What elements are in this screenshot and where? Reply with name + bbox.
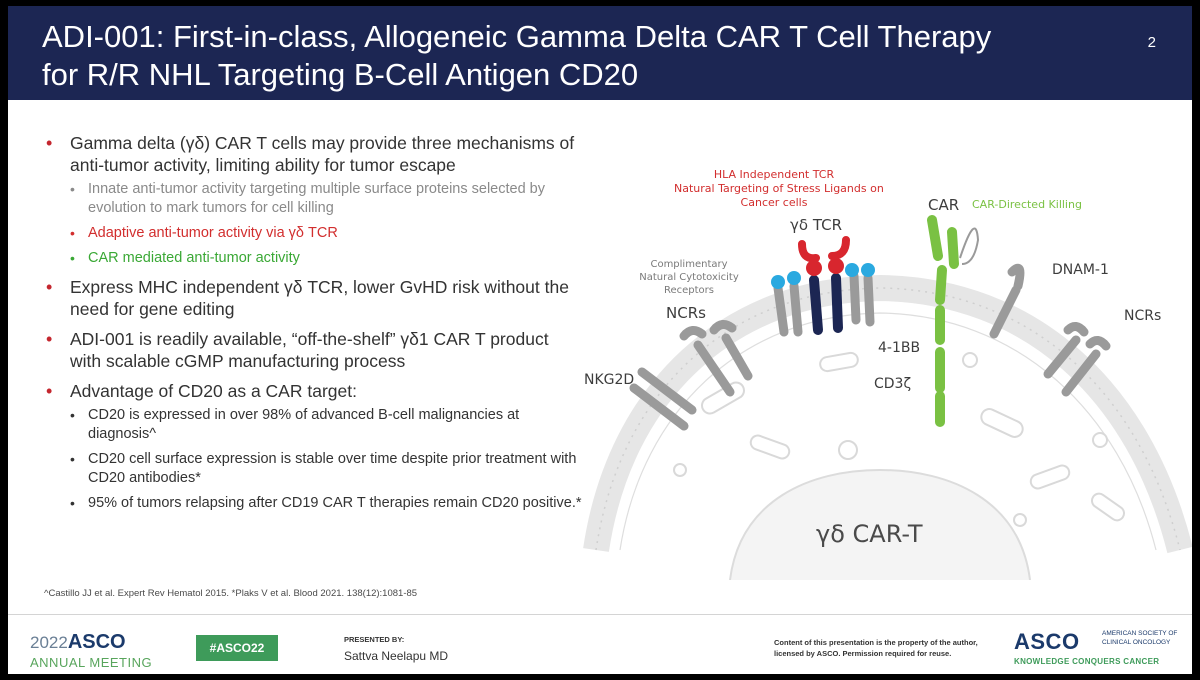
- slide-number: 2: [1147, 34, 1156, 51]
- ncrs-left-receptor: [679, 320, 753, 397]
- meeting-asco: ASCO: [67, 631, 126, 653]
- meeting-year: 2022: [30, 633, 68, 652]
- ncrs-right-receptor: [1043, 322, 1111, 397]
- copyright-notice: Content of this presentation is the prop…: [774, 638, 978, 658]
- dnam-1-receptor: [989, 263, 1025, 339]
- car-t-cell-illustration: [583, 215, 1192, 580]
- sub-bullet-adaptive: Adaptive anti-tumor activity via γδ TCR: [44, 224, 584, 243]
- asco-annual-meeting-logo: 2022ASCO: [30, 631, 126, 654]
- bullet-list: Gamma delta (γδ) CAR T cells may provide…: [44, 132, 584, 521]
- label-complimentary-receptors: Complimentary Natural Cytotoxicity Recep…: [639, 259, 739, 296]
- label-4-1bb: 4-1BB: [878, 340, 921, 356]
- bullet-mhc: Express MHC independent γδ TCR, lower Gv…: [44, 276, 584, 320]
- sub-bullet-innate: Innate anti-tumor activity targeting mul…: [44, 180, 584, 218]
- label-ncrs-left: NCRs: [666, 304, 706, 322]
- sub-bullet-car: CAR mediated anti-tumor activity: [44, 249, 584, 268]
- title-line-2: for R/R NHL Targeting B-Cell Antigen CD2…: [42, 57, 639, 92]
- presenter-name: Sattva Neelapu MD: [344, 649, 449, 663]
- presented-by-label: PRESENTED BY:: [344, 635, 405, 644]
- sub-bullet-cd20-expressed: CD20 is expressed in over 98% of advance…: [44, 406, 584, 444]
- footnote-references: ^Castillo JJ et al. Expert Rev Hematol 2…: [44, 588, 418, 599]
- sub-bullet-cd20-stable: CD20 cell surface expression is stable o…: [44, 450, 584, 488]
- nkg2d-receptor: [629, 367, 697, 431]
- slide: ADI-001: First-in-class, Allogeneic Gamm…: [8, 6, 1192, 674]
- bullet-gamma-delta: Gamma delta (γδ) CAR T cells may provide…: [44, 132, 584, 176]
- title-line-1: ADI-001: First-in-class, Allogeneic Gamm…: [42, 19, 992, 54]
- car-t-cell-diagram: HLA Independent TCR Natural Targeting of…: [580, 140, 1192, 580]
- car-receptor: [927, 215, 980, 427]
- label-hla-independent: HLA Independent TCR Natural Targeting of…: [674, 168, 884, 209]
- sub-bullets-mechanisms: Innate anti-tumor activity targeting mul…: [44, 180, 584, 268]
- annual-meeting-text: ANNUAL MEETING: [30, 655, 153, 670]
- label-dnam-1: DNAM-1: [1052, 262, 1109, 278]
- sub-bullets-cd20: CD20 is expressed in over 98% of advance…: [44, 406, 584, 513]
- asco-society-name: AMERICAN SOCIETY OF CLINICAL ONCOLOGY: [1102, 630, 1178, 646]
- hashtag-badge: #ASCO22: [196, 635, 278, 661]
- label-nkg2d: NKG2D: [584, 372, 635, 388]
- label-gd-tcr: γδ TCR: [790, 216, 843, 234]
- sub-bullet-cd19-relapse: 95% of tumors relapsing after CD19 CAR T…: [44, 494, 584, 513]
- slide-header: ADI-001: First-in-class, Allogeneic Gamm…: [8, 6, 1192, 100]
- label-car: CAR: [928, 196, 960, 214]
- label-ncrs-right: NCRs: [1124, 308, 1162, 324]
- gd-tcr-complex: [771, 236, 875, 337]
- bullet-off-the-shelf: ADI-001 is readily available, “off-the-s…: [44, 328, 584, 372]
- label-car-directed-killing: CAR-Directed Killing: [972, 198, 1082, 211]
- asco-logo: ASCO: [1014, 629, 1080, 654]
- label-cd3-zeta: CD3ζ: [874, 376, 912, 392]
- asco-tagline: KNOWLEDGE CONQUERS CANCER: [1014, 657, 1160, 666]
- label-gd-car-t: γδ CAR-T: [816, 520, 923, 548]
- slide-footer: 2022ASCO ANNUAL MEETING #ASCO22 PRESENTE…: [8, 614, 1192, 674]
- slide-title: ADI-001: First-in-class, Allogeneic Gamm…: [42, 18, 1122, 94]
- slide-content: Gamma delta (γδ) CAR T cells may provide…: [8, 100, 1192, 610]
- bullet-cd20-advantage: Advantage of CD20 as a CAR target:: [44, 380, 584, 402]
